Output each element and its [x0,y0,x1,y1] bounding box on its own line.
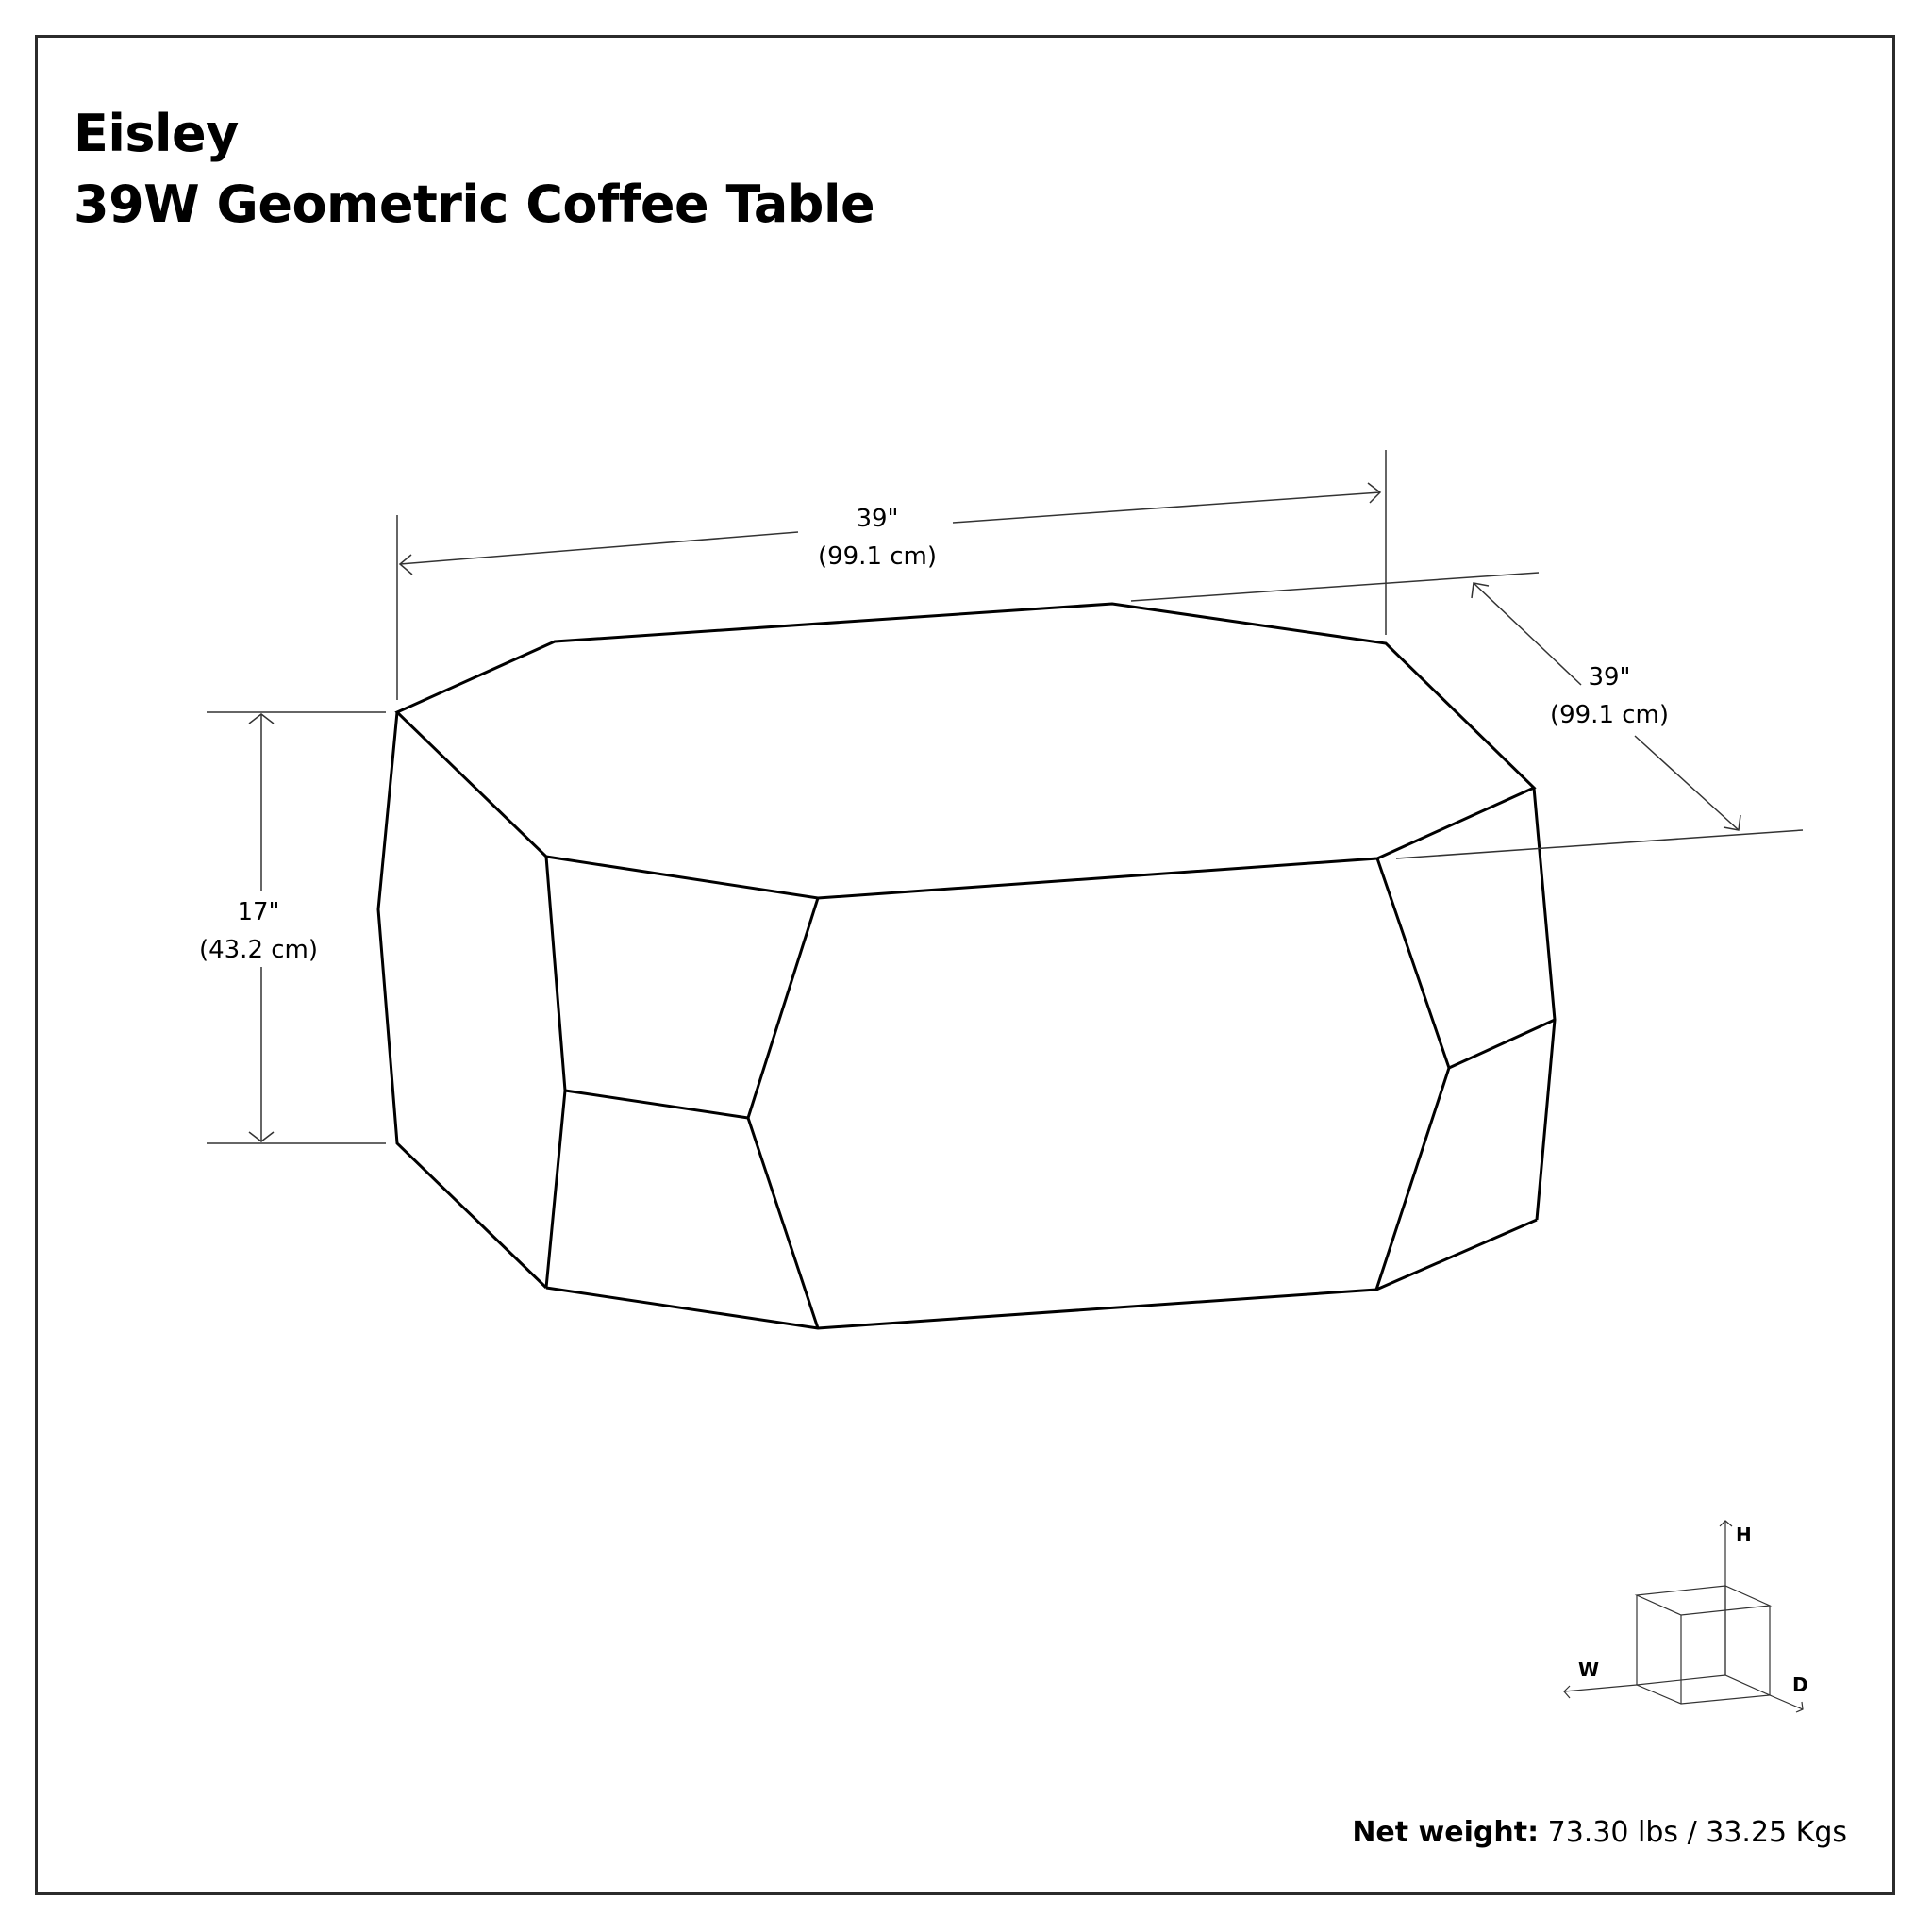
coffee-table-outline [376,602,1557,1330]
depth-imperial: 39" [1588,663,1630,691]
height-arrow-bottom-icon [248,1131,275,1142]
width-metric: (99.1 cm) [818,542,937,571]
axis-label-w: W [1578,1658,1599,1681]
brand-name: Eisley [74,104,239,163]
axis-label-h: H [1736,1524,1752,1546]
axis-cube-icon [1563,1520,1804,1713]
width-arrow-right-icon [1367,482,1382,504]
depth-metric: (99.1 cm) [1550,701,1669,729]
depth-arrow-top-icon [1471,582,1490,599]
net-weight: Net weight: 73.30 lbs / 33.25 Kgs [1352,1816,1847,1849]
width-imperial: 39" [856,505,898,533]
depth-dimension [1130,572,1804,859]
net-weight-label: Net weight: [1352,1816,1540,1849]
depth-arrow-bottom-icon [1723,814,1741,831]
axis-label-d: D [1792,1674,1808,1696]
height-arrow-top-icon [248,713,275,724]
width-arrow-left-icon [398,554,413,575]
height-imperial: 17" [237,898,279,926]
height-metric: (43.2 cm) [199,936,318,964]
height-dimension [207,711,386,1144]
net-weight-value: 73.30 lbs / 33.25 Kgs [1547,1816,1847,1849]
product-title: Eisley 39W Geometric Coffee Table [74,98,875,240]
width-dimension [396,450,1387,700]
page-frame [35,35,1895,1895]
product-name: 39W Geometric Coffee Table [74,175,875,234]
